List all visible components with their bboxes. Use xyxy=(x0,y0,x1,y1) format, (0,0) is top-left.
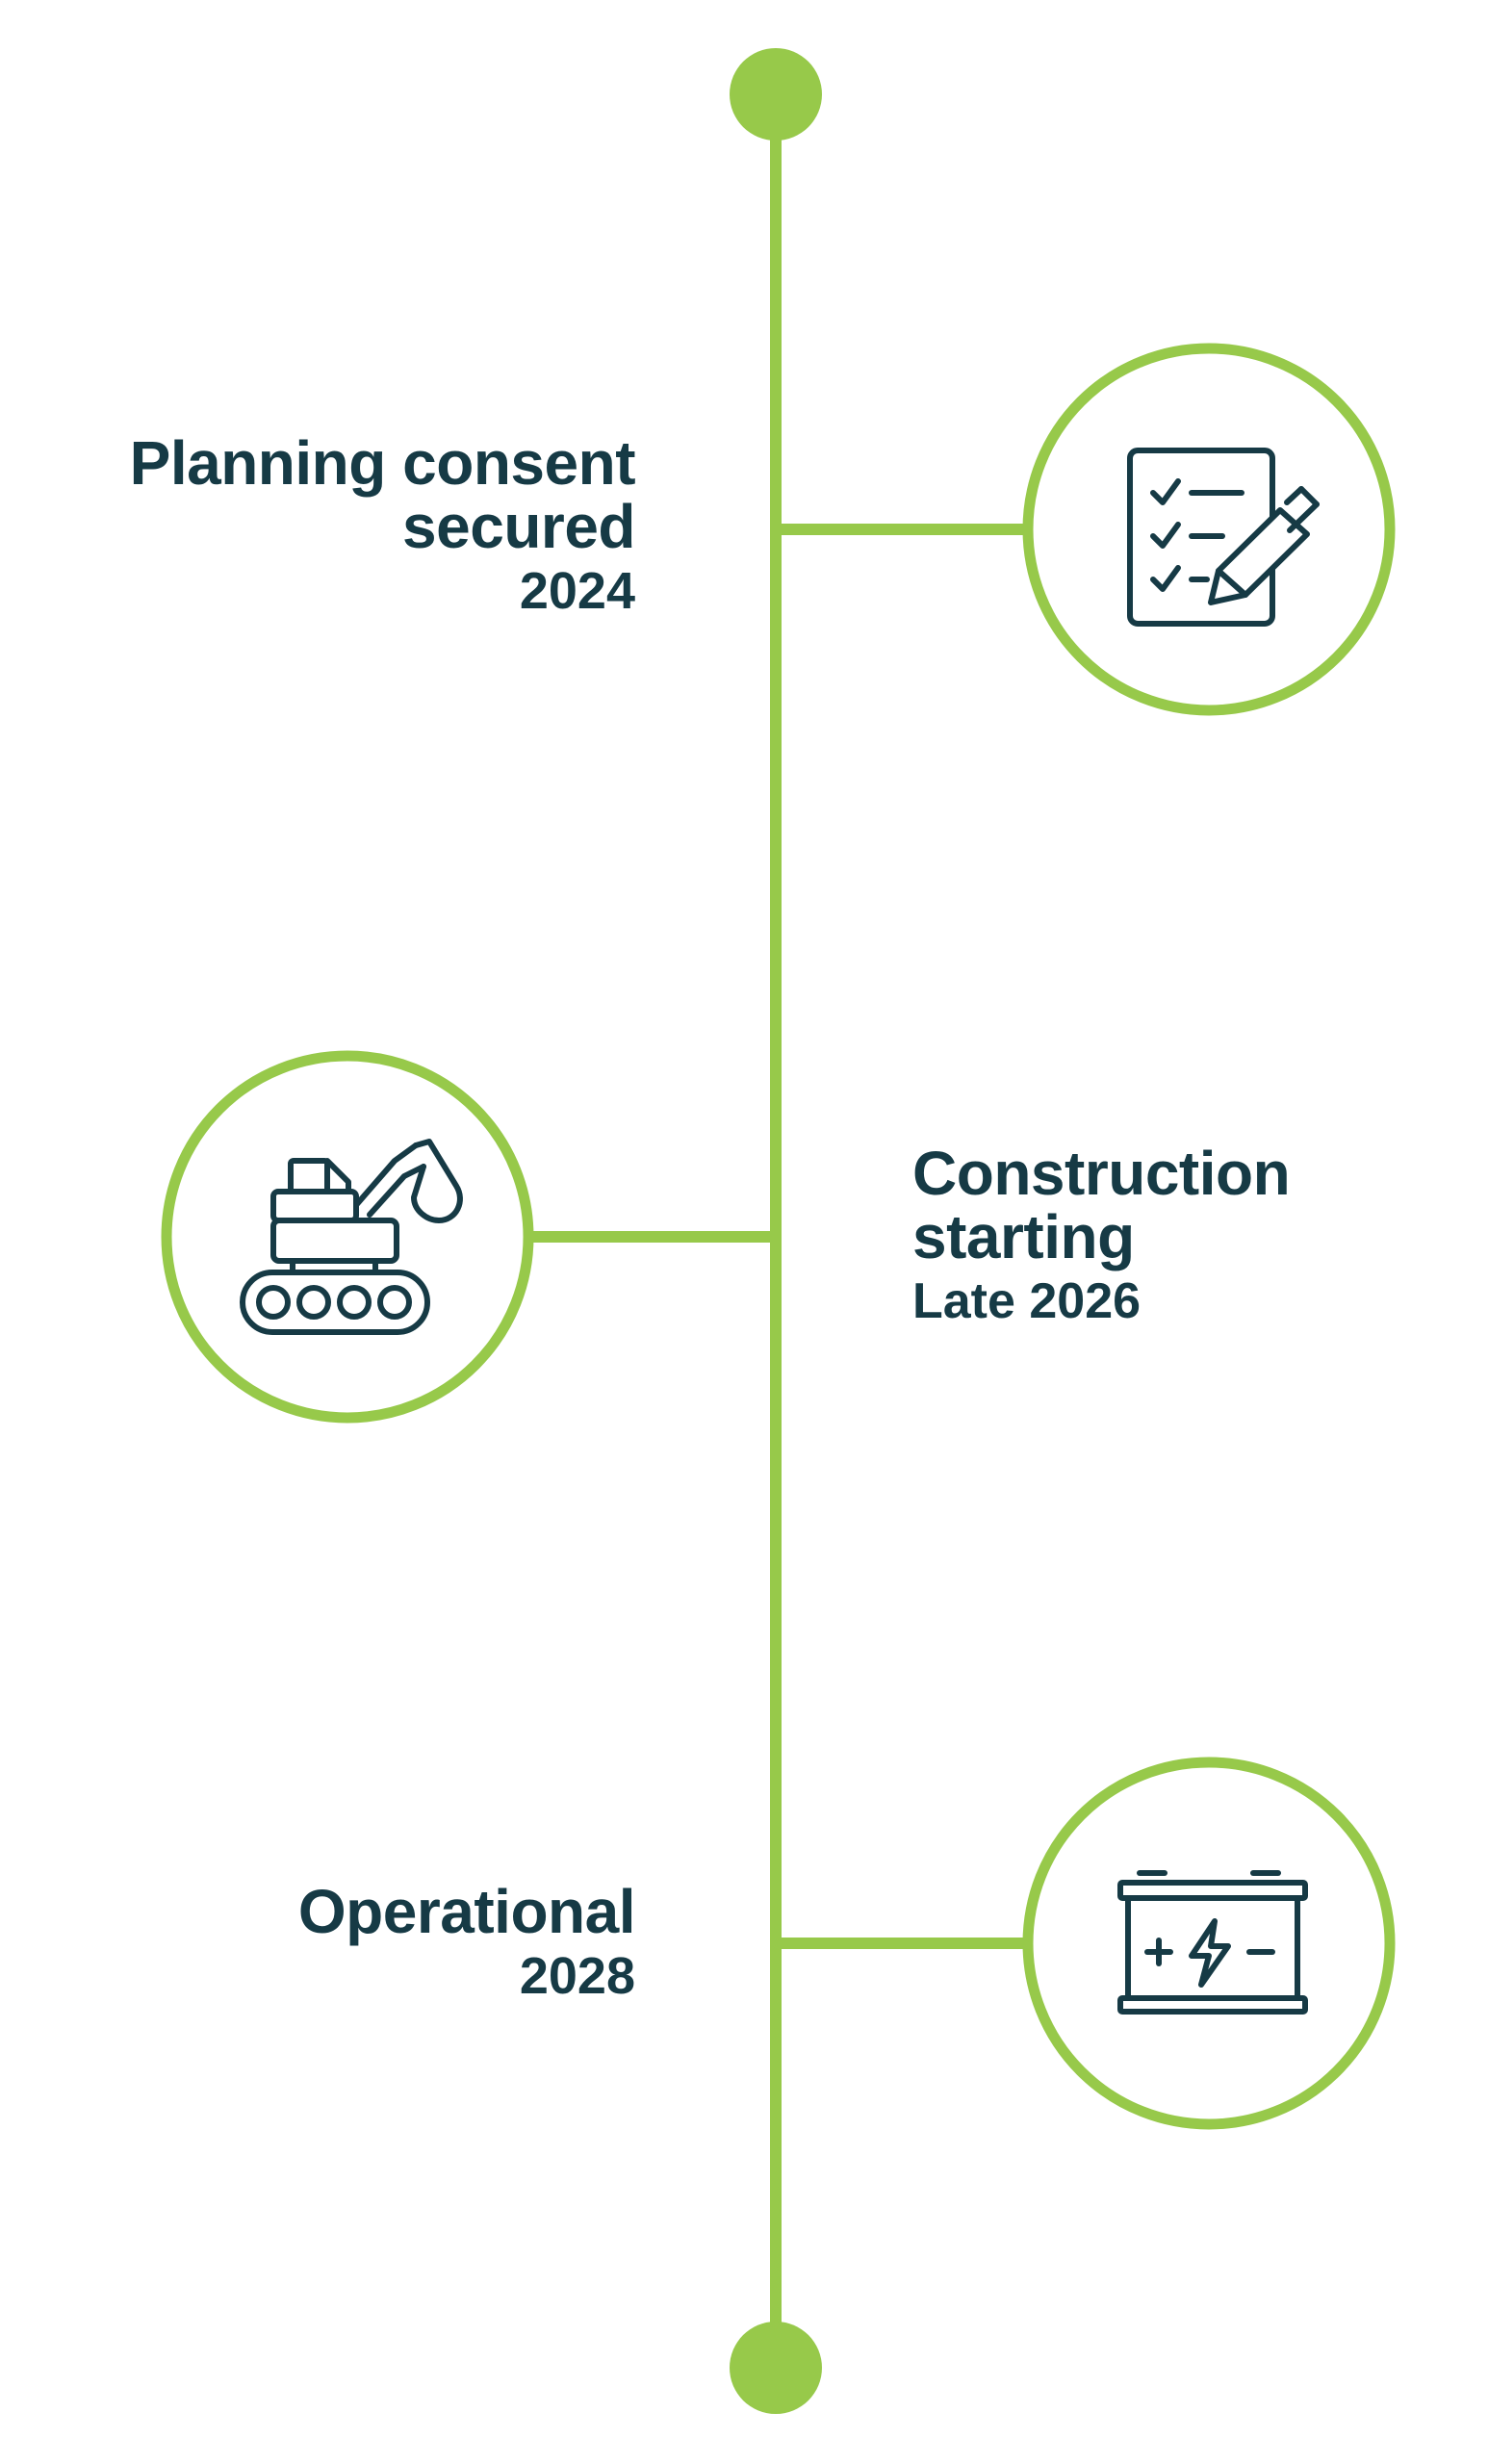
timeline-end-dot xyxy=(730,2322,822,2414)
milestone-2-ring xyxy=(161,1050,534,1424)
milestone-3-title-line-1: Operational xyxy=(297,1877,636,1946)
timeline-start-dot xyxy=(730,48,822,141)
milestone-3-date: 2028 xyxy=(519,1947,635,2005)
milestone-2-title-line-2: starting xyxy=(912,1202,1135,1271)
milestone-1-title-line-1: Planning consent xyxy=(129,428,636,498)
battery-icon xyxy=(1117,1870,1308,2015)
milestone-1-date: 2024 xyxy=(519,562,635,620)
milestone-1-ring xyxy=(1022,343,1396,716)
excavator-icon xyxy=(240,1139,463,1335)
milestone-2-date: Late 2026 xyxy=(912,1273,1142,1329)
checklist-pen-icon xyxy=(1127,448,1320,627)
milestone-2-label: Construction starting Late 2026 xyxy=(912,1142,1451,1332)
milestone-2-title-line-1: Construction xyxy=(912,1139,1291,1208)
milestone-1-label: Planning consent secured 2024 xyxy=(0,428,636,622)
milestone-3-label: Operational 2028 xyxy=(0,1877,636,2007)
milestone-1-title-line-2: secured xyxy=(402,492,635,561)
